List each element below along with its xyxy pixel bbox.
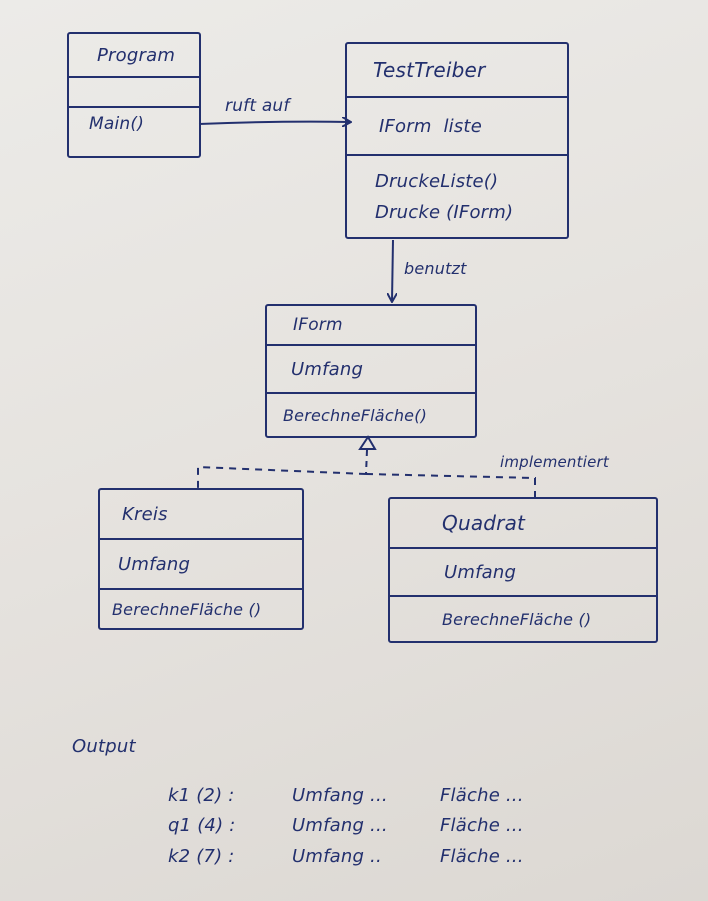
calls-label: ruft auf xyxy=(225,96,290,116)
attribute: Umfang xyxy=(291,358,364,380)
methods-section: BerechneFläche () xyxy=(390,595,656,641)
methods-section: Main() xyxy=(69,106,199,156)
output-umfang: Umfang ... xyxy=(292,785,388,806)
output-row: k2 (7) : Umfang .. Fläche ... xyxy=(0,846,708,876)
output-umfang: Umfang .. xyxy=(292,846,382,867)
class-program: Program Main() xyxy=(67,32,201,158)
attributes-section: IForm liste xyxy=(347,96,567,154)
output-flaeche: Fläche ... xyxy=(440,815,524,836)
class-kreis: Kreis Umfang BerechneFläche () xyxy=(98,488,304,630)
class-name-section: Kreis xyxy=(100,490,302,538)
uses-arrow xyxy=(392,239,393,301)
class-name: Program xyxy=(97,44,176,66)
attribute: Umfang xyxy=(444,561,517,583)
realization-line-kreis xyxy=(197,465,367,490)
output-row: q1 (4) : Umfang ... Fläche ... xyxy=(0,815,708,845)
methods-section: BerechneFläche () xyxy=(100,588,302,628)
class-iform: IForm Umfang BerechneFläche() xyxy=(265,304,477,438)
attributes-section: Umfang xyxy=(267,344,475,392)
class-name: Kreis xyxy=(122,503,168,525)
class-quadrat: Quadrat Umfang BerechneFläche () xyxy=(388,497,658,643)
output-flaeche: Fläche ... xyxy=(440,846,524,867)
implements-label: implementiert xyxy=(500,453,609,471)
class-name: Quadrat xyxy=(442,511,526,535)
uses-label: benutzt xyxy=(404,259,467,278)
output-umfang: Umfang ... xyxy=(292,815,388,836)
realization-stem xyxy=(365,449,368,475)
calls-arrow xyxy=(198,122,350,124)
class-name: TestTreiber xyxy=(373,58,486,82)
method: DruckeListe() xyxy=(375,170,499,192)
output-object: k1 (2) : xyxy=(168,785,235,806)
output-object: q1 (4) : xyxy=(168,815,236,836)
class-name-section: Program xyxy=(69,34,199,76)
attribute: Umfang xyxy=(118,553,191,575)
method: BerechneFläche() xyxy=(283,405,428,425)
attribute: IForm liste xyxy=(379,115,482,137)
attributes-section: Umfang xyxy=(390,547,656,595)
attributes-section: Umfang xyxy=(100,538,302,588)
method: Main() xyxy=(89,114,145,134)
class-name-section: Quadrat xyxy=(390,499,656,547)
method: Drucke (IForm) xyxy=(375,201,514,223)
attributes-section xyxy=(69,76,199,106)
class-testtreiber: TestTreiber IForm liste DruckeListe() Dr… xyxy=(345,42,569,239)
realization-line-quadrat xyxy=(365,473,536,502)
output-row: k1 (2) : Umfang ... Fläche ... xyxy=(0,785,708,815)
class-name-section: TestTreiber xyxy=(347,44,567,96)
methods-section: BerechneFläche() xyxy=(267,392,475,436)
output-flaeche: Fläche ... xyxy=(440,785,524,806)
methods-section: DruckeListe() Drucke (IForm) xyxy=(347,154,567,237)
class-name-section: IForm xyxy=(267,306,475,344)
output-heading: Output xyxy=(72,736,136,757)
output-object: k2 (7) : xyxy=(168,846,235,867)
realization-triangle xyxy=(358,435,377,450)
method: BerechneFläche () xyxy=(442,609,592,629)
class-name: IForm xyxy=(293,315,343,335)
method: BerechneFläche () xyxy=(112,599,262,619)
